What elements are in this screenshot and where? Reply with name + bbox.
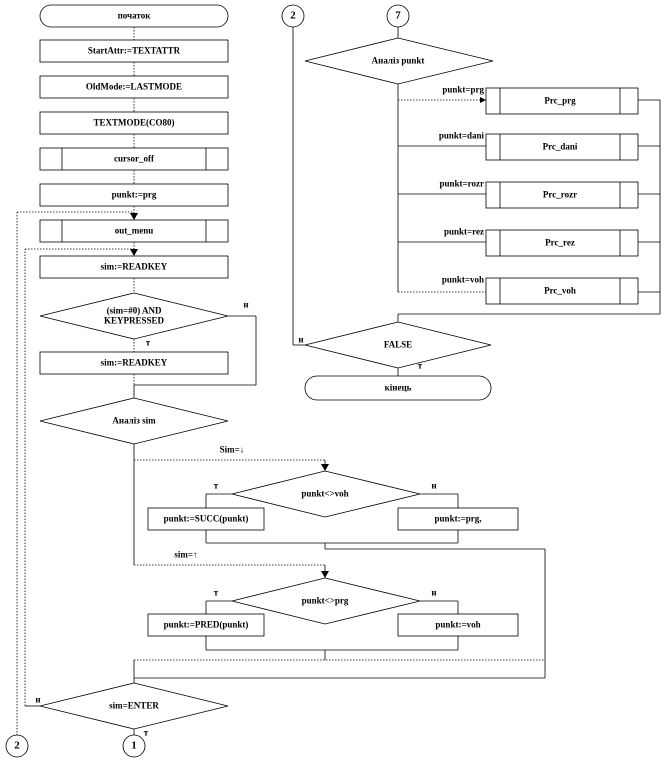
start-label: початок [117, 10, 151, 21]
end-terminal [304, 375, 492, 401]
keypressed-line2: KEYPRESSED [103, 315, 165, 326]
connector-2-left [5, 734, 29, 758]
false-no: н [298, 334, 304, 345]
not-prg-yes: т [213, 587, 219, 598]
end-label: кінець [384, 382, 412, 393]
case-down-label: Sim=↓ [219, 444, 245, 455]
proc-voh [485, 277, 639, 305]
false-label: FALSE [383, 339, 413, 350]
cond-rozr: punkt=rozr [439, 178, 484, 189]
case-up-label: sim=↑ [174, 549, 198, 560]
oldmode-label: OldMode:=LASTMODE [85, 81, 183, 92]
decision-not-prg [231, 577, 421, 625]
cond-prg: punkt=prg [442, 84, 484, 95]
cond-dani: punkt=dani [438, 130, 484, 141]
cond-voh: punkt=voh [441, 274, 484, 285]
pred-label: punkt:=PRED(punkt) [163, 619, 249, 630]
punkt-prg-2-label: punkt:=prg, [434, 513, 482, 524]
cond-rez: punkt=rez [444, 226, 484, 237]
decision-not-voh [231, 470, 421, 518]
startattr-label: StartAttr:=TEXTATTR [87, 45, 181, 56]
not-voh-yes: т [213, 480, 219, 491]
proc-rez-label: Prc_rez [545, 237, 575, 248]
proc-rozr-label: Prc_rozr [542, 189, 578, 200]
punkt-voh-label: punkt:=voh [435, 619, 481, 630]
enter-label: sim=ENTER [109, 700, 159, 711]
keypressed-line1: (sim=#0) AND [106, 305, 162, 316]
keypressed-yes: т [145, 337, 151, 348]
proc-dani-label: Prc_dani [542, 141, 578, 152]
readkey-1-label: sim:=READKEY [100, 261, 168, 272]
not-voh-label: punkt<>voh [301, 488, 349, 499]
proc-prg-label: Prc_prg [544, 95, 576, 106]
keypressed-no: н [243, 299, 249, 310]
proc-voh-label: Prc_voh [544, 285, 576, 296]
connector-2-right-label: 2 [290, 9, 296, 22]
connector-1 [122, 734, 146, 758]
succ-label: punkt:=SUCC(punkt) [163, 513, 249, 524]
connector-1-label: 1 [131, 739, 137, 752]
proc-rozr [485, 181, 639, 209]
punkt-prg-label: punkt:=prg [111, 189, 157, 200]
enter-yes: т [143, 727, 149, 738]
proc-dani [485, 133, 639, 161]
not-prg-label: punkt<>prg [301, 595, 349, 606]
connector-7-label: 7 [395, 9, 401, 22]
case-sim-label: Аналіз sim [112, 415, 156, 426]
not-prg-no: н [431, 587, 437, 598]
false-yes: т [417, 360, 423, 371]
out-menu-label: out_menu [114, 225, 154, 236]
readkey-2-label: sim:=READKEY [100, 357, 168, 368]
textmode-label: TEXTMODE(CO80) [93, 117, 175, 128]
case-punkt-label: Аналіз punkt [371, 55, 425, 66]
enter-no: н [35, 694, 41, 705]
proc-rez [485, 229, 639, 257]
not-voh-no: н [431, 480, 437, 491]
proc-prg [485, 87, 639, 115]
cursor-off-label: cursor_off [114, 153, 154, 164]
connector-2-left-label: 2 [14, 739, 20, 752]
